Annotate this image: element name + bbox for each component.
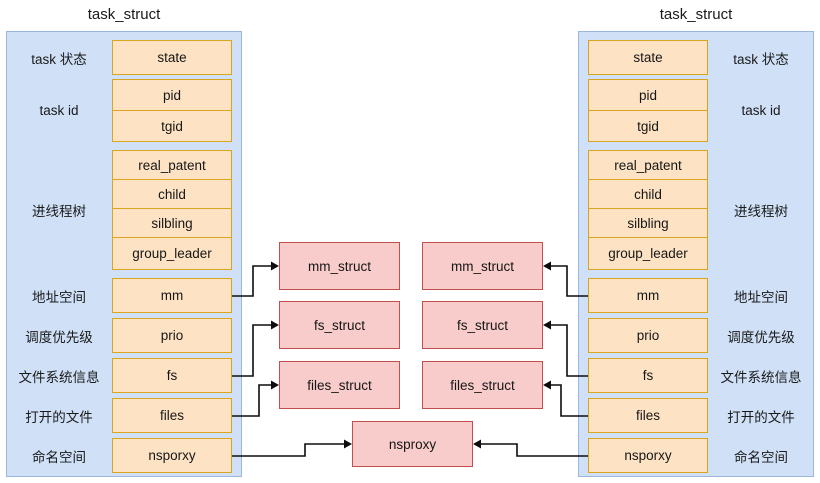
left-field-state[interactable]: state <box>112 40 232 75</box>
right-field-group-leader[interactable]: group_leader <box>588 237 708 270</box>
left-group-label-task-state: task 状态 <box>31 51 87 67</box>
left-field-fs[interactable]: fs <box>112 358 232 393</box>
right-mm-struct-box[interactable]: mm_struct <box>422 242 543 290</box>
right-fs-struct-box[interactable]: fs_struct <box>422 301 543 349</box>
right-field-tgid[interactable]: tgid <box>588 110 708 142</box>
right-group-label-priority: 调度优先级 <box>727 329 795 345</box>
wire-right-nsporxy-to-nsproxy <box>473 439 588 457</box>
right-panel-title: task_struct <box>659 6 733 23</box>
left-group-label-process-tree: 进线程树 <box>32 204 86 219</box>
left-field-files[interactable]: files <box>112 398 232 433</box>
right-field-state[interactable]: state <box>588 40 708 75</box>
left-field-tgid[interactable]: tgid <box>112 110 232 142</box>
left-group-label-address-space: 地址空间 <box>32 289 86 305</box>
right-files-struct-box[interactable]: files_struct <box>422 361 543 409</box>
left-mm-struct-box[interactable]: mm_struct <box>279 242 400 290</box>
right-group-label-address-space: 地址空间 <box>734 289 788 305</box>
right-field-nsporxy[interactable]: nsporxy <box>588 438 708 473</box>
right-group-label-namespace: 命名空间 <box>734 449 788 465</box>
right-field-fs[interactable]: fs <box>588 358 708 393</box>
right-group-label-process-tree: 进线程树 <box>734 204 788 219</box>
wire-left-nsporxy-to-nsproxy <box>232 439 352 457</box>
left-field-child[interactable]: child <box>112 179 232 209</box>
right-group-label-open-files: 打开的文件 <box>727 409 795 425</box>
left-field-nsporxy[interactable]: nsporxy <box>112 438 232 473</box>
left-field-real-patent[interactable]: real_patent <box>112 150 232 180</box>
right-group-label-task-state: task 状态 <box>733 51 789 67</box>
right-group-label-task-id: task id <box>741 103 781 118</box>
left-group-label-namespace: 命名空间 <box>32 449 86 465</box>
left-group-label-task-id: task id <box>39 103 79 118</box>
left-field-mm[interactable]: mm <box>112 278 232 313</box>
left-group-label-fs-info: 文件系统信息 <box>18 369 100 385</box>
left-group-label-priority: 调度优先级 <box>25 329 93 345</box>
right-field-files[interactable]: files <box>588 398 708 433</box>
right-group-label-fs-info: 文件系统信息 <box>720 369 802 385</box>
right-field-prio[interactable]: prio <box>588 318 708 353</box>
right-field-child[interactable]: child <box>588 179 708 209</box>
nsproxy-struct-box[interactable]: nsproxy <box>352 421 473 467</box>
left-group-label-open-files: 打开的文件 <box>25 409 93 425</box>
left-field-silbling[interactable]: silbling <box>112 208 232 238</box>
left-files-struct-box[interactable]: files_struct <box>279 361 400 409</box>
left-panel-title: task_struct <box>87 6 161 23</box>
left-field-prio[interactable]: prio <box>112 318 232 353</box>
left-field-pid[interactable]: pid <box>112 79 232 111</box>
left-field-group-leader[interactable]: group_leader <box>112 237 232 270</box>
left-fs-struct-box[interactable]: fs_struct <box>279 301 400 349</box>
right-field-silbling[interactable]: silbling <box>588 208 708 238</box>
right-field-mm[interactable]: mm <box>588 278 708 313</box>
right-field-pid[interactable]: pid <box>588 79 708 111</box>
right-field-real-patent[interactable]: real_patent <box>588 150 708 180</box>
